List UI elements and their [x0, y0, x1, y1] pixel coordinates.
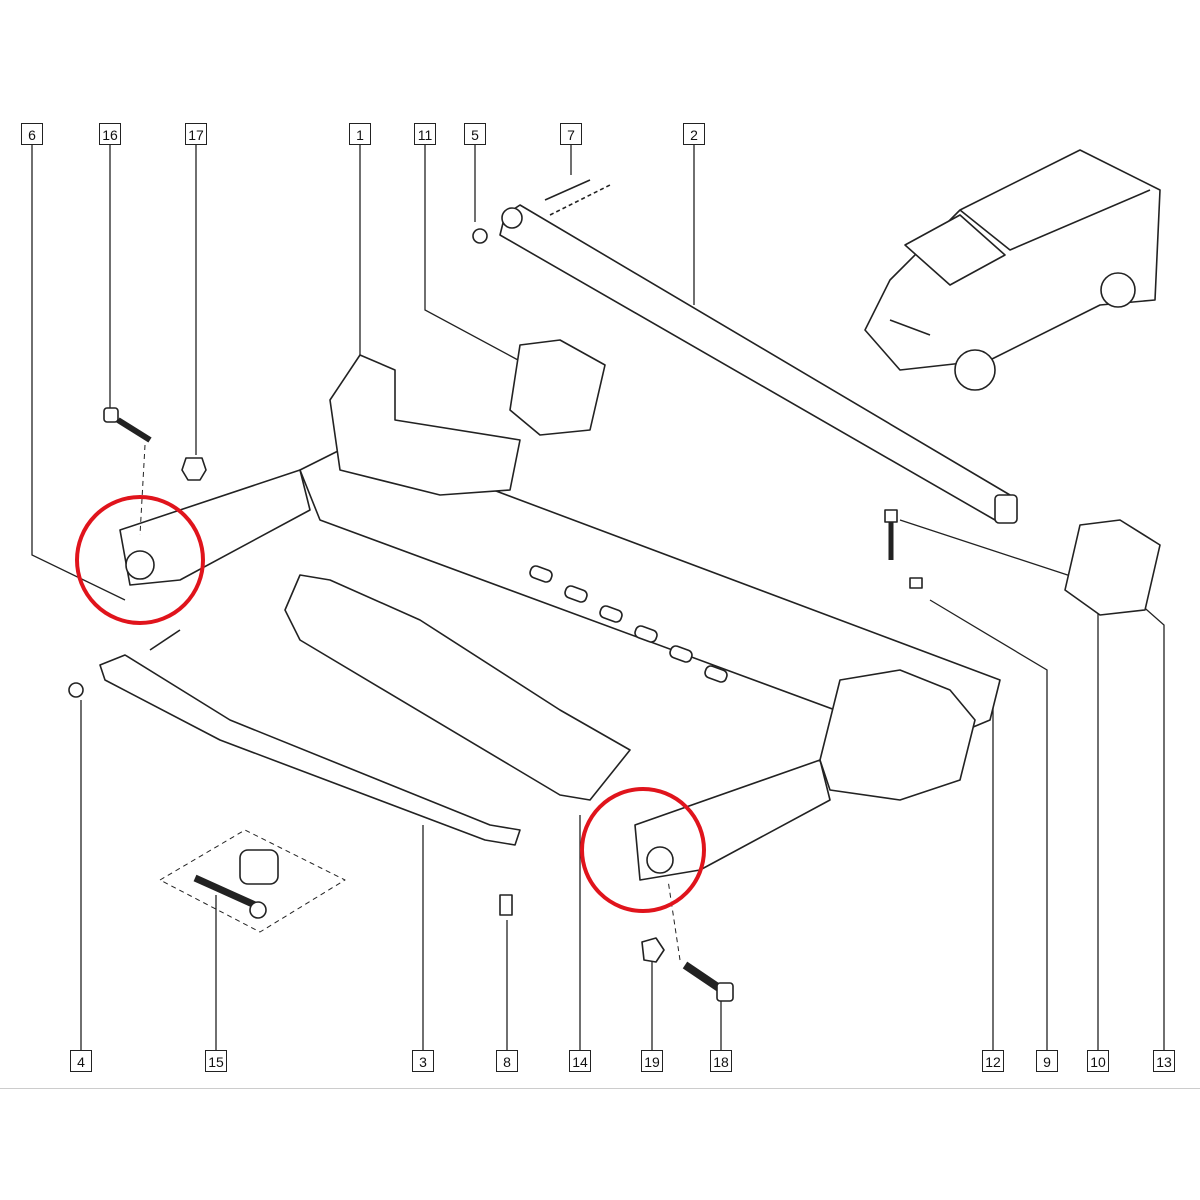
callout-3: 3	[412, 1050, 434, 1072]
callout-15: 15	[205, 1050, 227, 1072]
callout-11: 11	[414, 123, 436, 145]
highlight-left-bushing	[75, 495, 205, 625]
right-bushing	[646, 846, 674, 874]
callout-19: 19	[641, 1050, 663, 1072]
callout-13: 13	[1153, 1050, 1175, 1072]
van-illustration	[864, 149, 1161, 391]
highlights	[75, 495, 706, 913]
highlight-right-bushing	[580, 787, 706, 913]
bracket-13	[1064, 519, 1161, 616]
callout-14: 14	[569, 1050, 591, 1072]
callout-1: 1	[349, 123, 371, 145]
left-bushing	[125, 550, 155, 580]
callout-5: 5	[464, 123, 486, 145]
callout-18: 18	[710, 1050, 732, 1072]
left-trailing-arm	[119, 469, 311, 586]
nut-17	[181, 457, 207, 481]
callout-10: 10	[1087, 1050, 1109, 1072]
heat-shield	[284, 574, 631, 801]
bottom-divider	[0, 1088, 1200, 1089]
callout-6: 6	[21, 123, 43, 145]
callout-9: 9	[1036, 1050, 1058, 1072]
leader-11	[424, 145, 519, 361]
right-trailing-arm	[634, 759, 831, 881]
bolt-16	[103, 407, 119, 423]
leader-13	[1129, 594, 1165, 1050]
callout-2: 2	[683, 123, 705, 145]
bolt-8	[499, 894, 513, 916]
parts	[68, 179, 1161, 1002]
callout-17: 17	[185, 123, 207, 145]
right-hub-bracket	[819, 669, 976, 801]
callout-12: 12	[982, 1050, 1004, 1072]
callout-16: 16	[99, 123, 121, 145]
tie-rod	[99, 654, 521, 846]
repair-kit-outline	[159, 829, 346, 933]
callout-7: 7	[560, 123, 582, 145]
beam-slots	[529, 565, 728, 683]
leader-6	[31, 145, 126, 601]
leader-9	[929, 599, 1048, 1050]
callout-4: 4	[70, 1050, 92, 1072]
bolt-18	[682, 961, 725, 994]
left-hub-bracket	[329, 354, 521, 496]
bolt-9	[884, 509, 898, 523]
callout-8: 8	[496, 1050, 518, 1072]
bracket-11	[509, 339, 606, 436]
nut-19	[641, 937, 665, 963]
